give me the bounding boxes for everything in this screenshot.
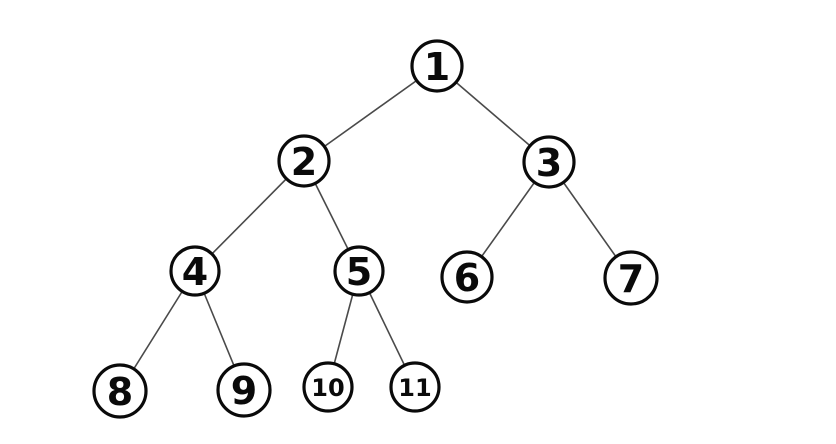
node-label-10: 10 — [311, 374, 344, 402]
node-label-4: 4 — [182, 250, 208, 294]
tree-node-10: 10 — [302, 361, 354, 413]
node-circle-6 — [440, 250, 494, 304]
tree-node-7: 7 — [603, 250, 659, 306]
tree-node-8: 8 — [92, 363, 148, 419]
tree-node-2: 2 — [277, 134, 331, 188]
node-label-8: 8 — [107, 370, 133, 414]
tree-node-4: 4 — [169, 245, 221, 297]
tree-node-3: 3 — [522, 135, 576, 189]
node-circle-10 — [302, 361, 354, 413]
node-label-6: 6 — [454, 256, 480, 300]
tree-edge-1-2 — [303, 65, 438, 162]
node-label-7: 7 — [618, 257, 644, 301]
node-circle-7 — [603, 250, 659, 306]
node-circle-3 — [522, 135, 576, 189]
tree-node-1: 1 — [410, 39, 464, 93]
node-label-11: 11 — [398, 374, 431, 402]
node-circle-2 — [277, 134, 331, 188]
tree-node-5: 5 — [333, 245, 385, 297]
tree-node-11: 11 — [389, 361, 441, 413]
node-label-2: 2 — [291, 140, 317, 184]
node-circle-4 — [169, 245, 221, 297]
node-circle-1 — [410, 39, 464, 93]
edges-layer — [119, 65, 632, 392]
node-circle-9 — [216, 362, 272, 418]
node-circle-8 — [92, 363, 148, 419]
node-label-9: 9 — [231, 369, 257, 413]
tree-node-9: 9 — [216, 362, 272, 418]
node-label-1: 1 — [424, 45, 450, 89]
node-label-3: 3 — [536, 141, 562, 185]
nodes-layer: 1 2 3 4 5 6 7 8 9 10 11 — [92, 39, 659, 419]
node-circle-5 — [333, 245, 385, 297]
node-circle-11 — [389, 361, 441, 413]
node-label-5: 5 — [346, 250, 372, 294]
tree-node-6: 6 — [440, 250, 494, 304]
